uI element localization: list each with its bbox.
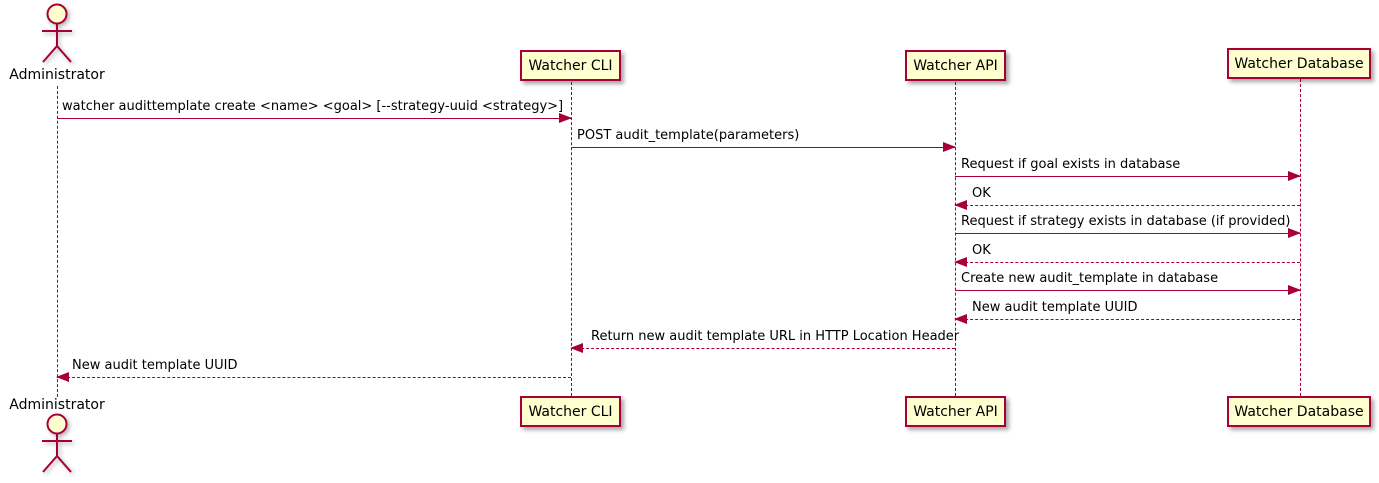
participant-box-watcher-database-top: Watcher Database (1227, 48, 1371, 79)
message-label-6: OK (972, 243, 991, 258)
actor-icon (42, 3, 72, 63)
message-label-2: POST audit_template(parameters) (577, 128, 800, 143)
message-label-8: New audit template UUID (972, 300, 1138, 315)
message-arrow-5 (955, 228, 1301, 238)
lifeline-watcher-cli (571, 82, 572, 396)
actor-label-top: Administrator (9, 67, 105, 83)
message-label-5: Request if strategy exists in database (… (961, 214, 1291, 229)
message-label-9: Return new audit template URL in HTTP Lo… (591, 329, 960, 344)
message-arrow-9 (570, 343, 955, 353)
message-arrow-2 (571, 142, 956, 152)
message-arrow-1 (57, 113, 572, 123)
participant-box-watcher-cli-bottom: Watcher CLI (520, 396, 621, 427)
participant-box-watcher-api-top: Watcher API (905, 50, 1006, 81)
message-label-10: New audit template UUID (72, 358, 238, 373)
message-arrow-10 (56, 372, 571, 382)
message-arrow-6 (954, 257, 1300, 267)
participant-box-watcher-database-bottom: Watcher Database (1227, 396, 1371, 427)
message-label-1: watcher audittemplate create <name> <goa… (62, 99, 564, 114)
actor-icon (42, 413, 72, 473)
participant-box-watcher-api-bottom: Watcher API (905, 396, 1006, 427)
message-label-3: Request if goal exists in database (961, 157, 1181, 172)
message-arrow-7 (955, 285, 1301, 295)
message-arrow-8 (954, 314, 1300, 324)
lifeline-watcher-api (955, 82, 956, 396)
actor-label-bottom: Administrator (9, 397, 105, 413)
message-arrow-4 (954, 200, 1300, 210)
participant-box-watcher-cli-top: Watcher CLI (520, 50, 621, 81)
lifeline-administrator (57, 86, 58, 397)
message-label-4: OK (972, 186, 991, 201)
message-arrow-3 (955, 171, 1301, 181)
message-label-7: Create new audit_template in database (961, 271, 1219, 286)
